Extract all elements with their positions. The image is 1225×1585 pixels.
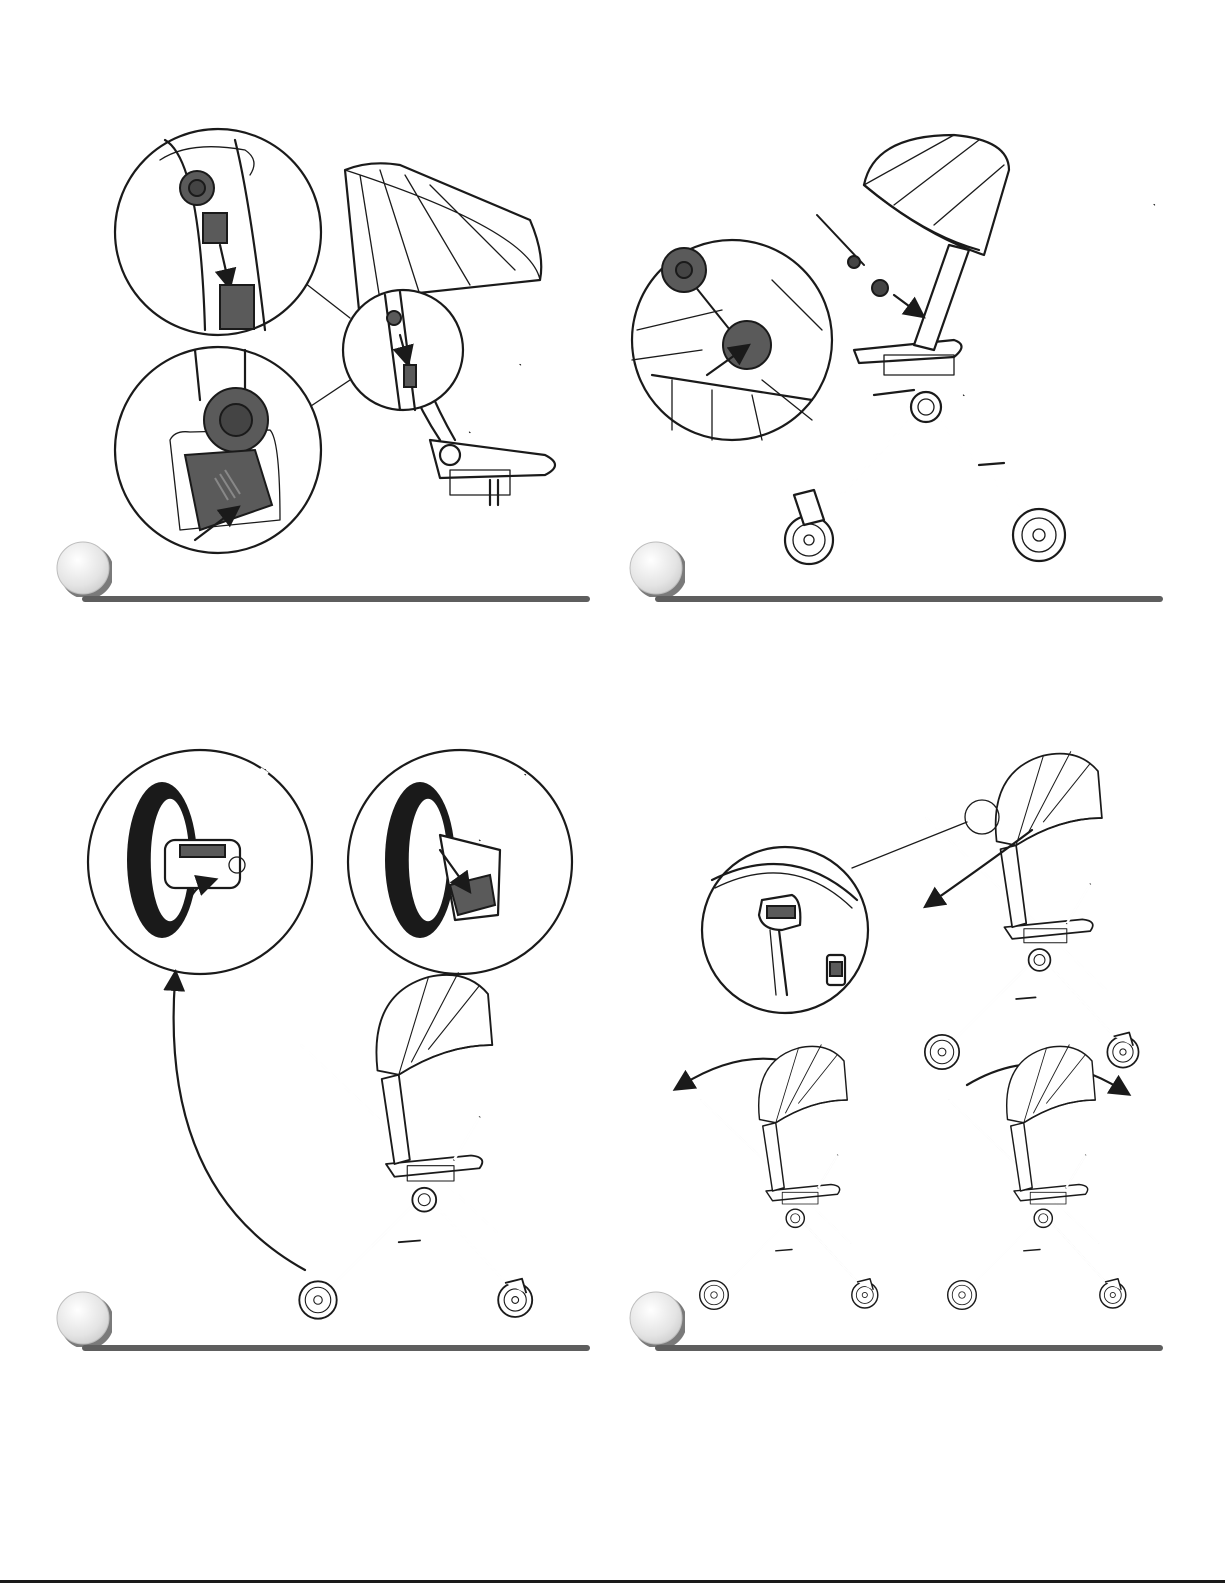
canopy-attach-illustration xyxy=(0,0,612,610)
page-bottom-border xyxy=(0,1580,1225,1583)
step-4-rule xyxy=(655,1345,1163,1351)
step-1-panel xyxy=(0,0,612,610)
step-4-panel xyxy=(612,740,1225,1370)
step-badge-icon xyxy=(56,1291,112,1347)
step-2-rule xyxy=(655,596,1163,602)
bumper-bar-attach-illustration xyxy=(612,0,1225,610)
step-2-panel xyxy=(612,0,1225,610)
wheel-brake-illustration xyxy=(0,740,612,1370)
step-1-rule xyxy=(82,596,590,602)
step-3-rule xyxy=(82,1345,590,1351)
step-3-panel xyxy=(0,740,612,1370)
step-badge-icon xyxy=(56,541,112,597)
step-badge-icon xyxy=(629,1291,685,1347)
seat-reverse-illustration xyxy=(612,740,1225,1370)
step-badge-icon xyxy=(629,541,685,597)
